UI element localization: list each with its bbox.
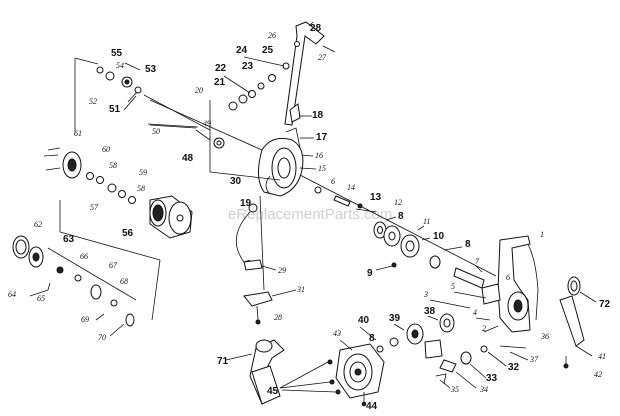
part-label-57: 57 <box>90 203 99 212</box>
part-label-25: 25 <box>262 45 274 56</box>
part-label-61: 61 <box>74 129 82 138</box>
ring-72 <box>567 276 597 303</box>
part-label-30: 30 <box>230 176 242 187</box>
part-label-6: 6 <box>506 273 510 282</box>
part-label-36: 36 <box>540 332 549 341</box>
part-label-40: 40 <box>358 315 370 326</box>
part-label-29: 29 <box>278 266 286 275</box>
part-label-39: 39 <box>389 313 401 324</box>
part-label-43: 43 <box>333 329 341 338</box>
part-label-51: 51 <box>109 104 121 115</box>
part-label-60: 60 <box>102 145 110 154</box>
part-label-41: 41 <box>598 352 606 361</box>
part-label-11: 11 <box>423 217 430 226</box>
part-label-71: 71 <box>217 356 229 367</box>
part-label-64: 64 <box>8 290 16 299</box>
main-axis-guides <box>149 99 497 291</box>
part-label-59: 59 <box>139 168 147 177</box>
part-label-56: 56 <box>122 228 134 239</box>
part-label-33: 33 <box>486 373 498 384</box>
part-label-7: 7 <box>475 257 480 266</box>
part-label-34: 34 <box>479 385 488 394</box>
side-cover-gear <box>279 339 385 407</box>
part-label-5: 5 <box>451 282 455 291</box>
part-label-13: 13 <box>370 192 382 203</box>
part-label-15: 15 <box>318 164 326 173</box>
part-label-70: 70 <box>98 333 106 342</box>
gear-train <box>429 265 499 333</box>
part-label-67: 67 <box>109 261 118 270</box>
roller-assembly <box>285 103 314 157</box>
part-label-19: 19 <box>240 198 252 209</box>
part-label-50: 50 <box>152 127 160 136</box>
part-label-49: 49 <box>203 119 211 128</box>
spool-shaft-parts <box>96 62 225 149</box>
part-label-66: 66 <box>80 252 88 261</box>
part-label-27: 27 <box>318 53 327 62</box>
part-label-24: 24 <box>236 45 248 56</box>
part-label-48: 48 <box>182 153 194 164</box>
bail-arm <box>284 21 336 126</box>
small-hardware <box>435 345 529 389</box>
part-label-52: 52 <box>89 97 97 106</box>
part-label-2: 2 <box>482 324 486 333</box>
part-label-1: 1 <box>540 230 544 239</box>
part-label-63: 63 <box>63 234 75 245</box>
part-label-44: 44 <box>366 401 378 412</box>
part-label-58: 58 <box>109 161 117 170</box>
part-label-4: 4 <box>473 308 477 317</box>
part-label-68: 68 <box>120 277 128 286</box>
pinion-parts <box>359 313 455 359</box>
part-label-22: 22 <box>215 63 227 74</box>
spool <box>149 195 193 239</box>
part-label-32: 32 <box>508 362 520 373</box>
part-label-10: 10 <box>433 231 445 242</box>
part-label-58: 58 <box>137 184 145 193</box>
part-label-54: 54 <box>116 61 124 70</box>
part-label-38: 38 <box>424 306 436 317</box>
part-label-42: 42 <box>594 370 602 379</box>
anti-reverse-lever <box>559 295 593 369</box>
spool-group-frame <box>47 57 161 321</box>
rotor <box>258 137 317 197</box>
part-label-55: 55 <box>111 48 123 59</box>
part-label-20: 20 <box>195 86 203 95</box>
part-label-17: 17 <box>316 132 328 143</box>
part-label-69: 69 <box>81 315 89 324</box>
bail-wire-and-clip <box>236 203 297 325</box>
part-label-72: 72 <box>599 299 611 310</box>
part-label-3: 3 <box>423 290 428 299</box>
part-label-28: 28 <box>310 23 322 34</box>
part-label-21: 21 <box>214 77 226 88</box>
reel-body <box>481 235 539 333</box>
crank-handle <box>225 339 285 405</box>
part-label-31: 31 <box>296 285 305 294</box>
part-label-45: 45 <box>267 386 279 397</box>
part-label-6: 6 <box>331 177 335 186</box>
part-label-12: 12 <box>394 198 402 207</box>
shaft-parts <box>314 186 463 271</box>
part-label-62: 62 <box>34 220 42 229</box>
part-label-8: 8 <box>369 333 375 344</box>
part-label-26: 26 <box>268 31 276 40</box>
side-cover-parts <box>12 235 135 337</box>
part-label-18: 18 <box>312 110 324 121</box>
part-label-8: 8 <box>398 211 404 222</box>
part-label-35: 35 <box>450 385 459 394</box>
part-label-8: 8 <box>465 239 471 250</box>
part-label-9: 9 <box>367 268 373 279</box>
part-label-16: 16 <box>315 151 323 160</box>
bail-washers <box>223 56 290 111</box>
part-label-65: 65 <box>37 294 45 303</box>
part-label-37: 37 <box>529 355 539 364</box>
drag-knob-parts <box>43 147 136 204</box>
part-label-28: 28 <box>274 313 282 322</box>
part-label-53: 53 <box>145 64 157 75</box>
part-label-14: 14 <box>347 183 355 192</box>
part-label-23: 23 <box>242 61 254 72</box>
watermark-text: eReplacementParts.com <box>228 206 392 223</box>
